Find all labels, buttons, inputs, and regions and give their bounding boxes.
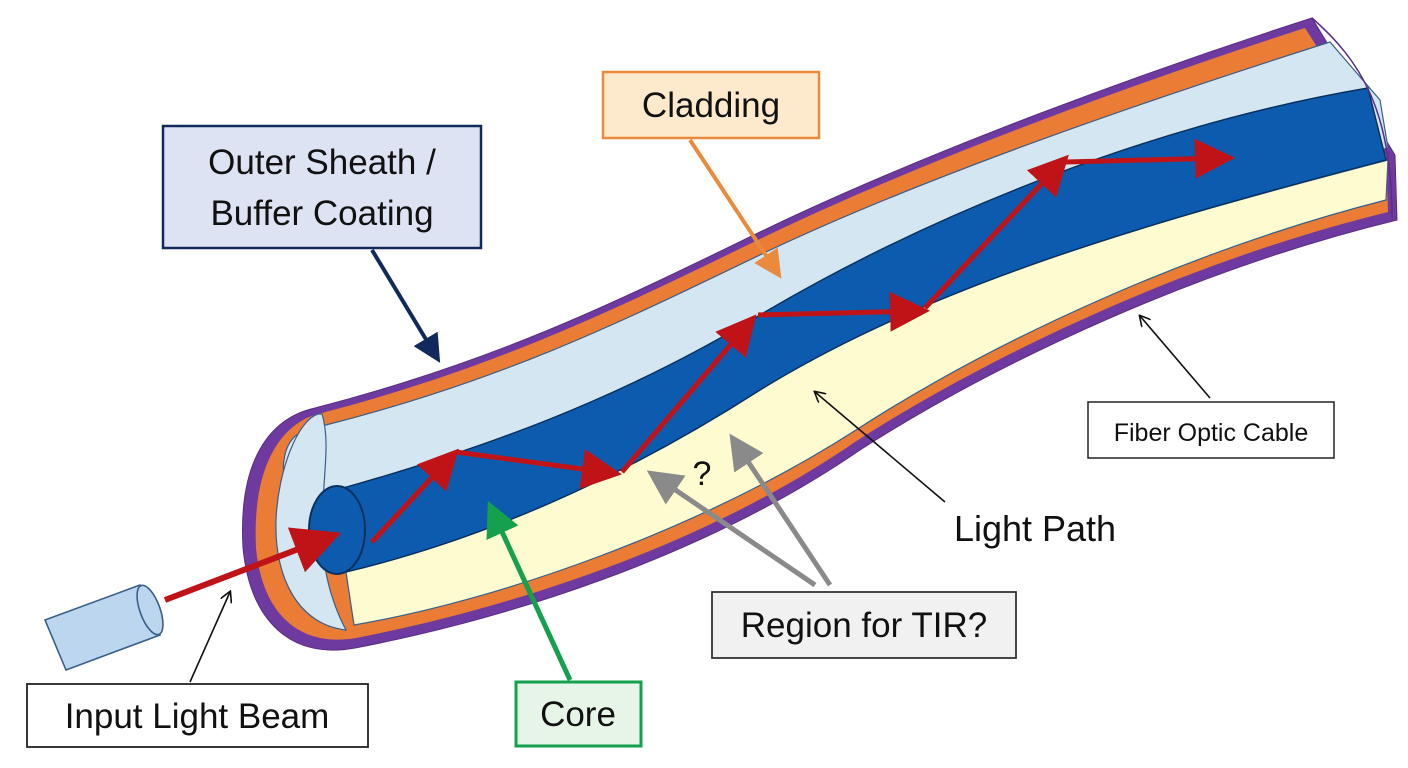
outer-sheath-label-line2: Buffer Coating (210, 194, 433, 233)
cladding-label-box (601, 70, 821, 140)
outer-sheath-label-box (161, 124, 483, 250)
light-path-pointer (815, 392, 946, 503)
core-end-ellipse (308, 485, 366, 575)
light-source-body (43, 583, 162, 672)
outer-sheath-label: Outer Sheath / Buffer Coating (161, 124, 483, 363)
ray-segment-2 (455, 449, 622, 489)
cladding-label: Cladding (601, 70, 821, 279)
cladding-pointer (688, 138, 782, 279)
fiber-cable (241, 17, 1398, 651)
cladding-label-text: Cladding (642, 86, 780, 125)
tir-question-mark: ? (693, 455, 712, 493)
core-label: Core (486, 500, 643, 748)
tir-region-label-text: Region for TIR? (741, 606, 987, 645)
input-light-beam-label-box (26, 683, 369, 748)
ray-segment-5 (923, 154, 1069, 310)
fiber-optic-cable-label-text: Fiber Optic Cable (1114, 419, 1309, 447)
tir-region-label-box (711, 591, 1017, 659)
light-source (43, 583, 164, 672)
tir-region-label: Region for TIR? (646, 433, 1017, 659)
light-path-label: Light Path (815, 392, 1116, 549)
fiber-optic-cable-label: Fiber Optic Cable (1087, 316, 1335, 459)
fiber-optic-cable-label-box (1087, 401, 1335, 459)
outer-sheath-pointer (370, 248, 441, 363)
light-path-label-text: Light Path (954, 508, 1116, 549)
input-light-beam-label-text: Input Light Beam (65, 697, 330, 736)
tir-pointer-left (646, 470, 817, 588)
ray-segment-1 (370, 448, 459, 544)
ray-segment-3 (620, 314, 757, 474)
fiber-optic-cable-pointer (1140, 316, 1211, 399)
light-rays (163, 138, 1235, 603)
input-ray-arrow (163, 527, 342, 603)
core-label-text: Core (540, 695, 616, 734)
light-source-face (136, 584, 164, 636)
input-light-beam-pointer (189, 592, 230, 683)
outer-sheath-label-line1: Outer Sheath / (208, 143, 436, 182)
input-light-beam-label: Input Light Beam (26, 592, 369, 748)
cable-right-end (1311, 17, 1393, 219)
ray-segment-6 (1065, 138, 1235, 179)
tir-pointer-right (729, 433, 833, 587)
core-pointer (486, 500, 573, 682)
core-label-box (514, 680, 643, 748)
ray-segment-4 (757, 291, 930, 332)
